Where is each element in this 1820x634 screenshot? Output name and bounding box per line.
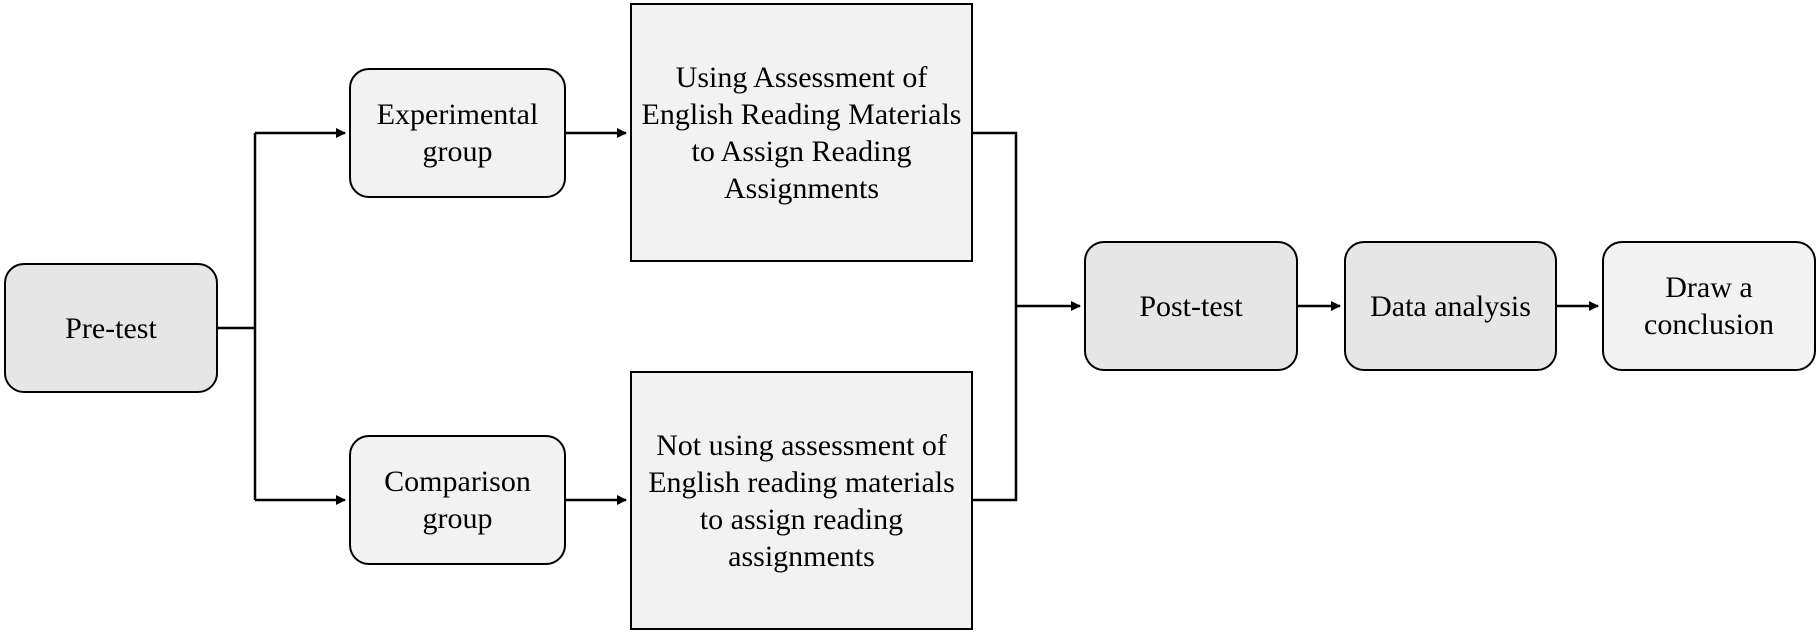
post-test-label: Post-test xyxy=(1139,289,1243,323)
experimental-group-node: Experimental group xyxy=(349,68,566,198)
comparison-treatment-node: Not using assessment of English reading … xyxy=(630,371,973,630)
pre-test-node: Pre-test xyxy=(4,263,218,393)
conclusion-node: Draw a conclusion xyxy=(1602,241,1816,371)
comparison-group-node: Comparison group xyxy=(349,435,566,565)
experimental-treatment-node: Using Assessment of English Reading Mate… xyxy=(630,3,973,262)
post-test-node: Post-test xyxy=(1084,241,1298,371)
conclusion-label: Draw a conclusion xyxy=(1644,271,1774,341)
pre-test-label: Pre-test xyxy=(65,311,157,345)
comparison-group-label: Comparison group xyxy=(384,465,531,535)
data-analysis-node: Data analysis xyxy=(1344,241,1557,371)
experimental-group-label: Experimental group xyxy=(376,98,539,168)
comparison-treatment-label: Not using assessment of English reading … xyxy=(648,428,955,573)
experimental-treatment-label: Using Assessment of English Reading Mate… xyxy=(641,60,962,205)
data-analysis-label: Data analysis xyxy=(1370,289,1531,323)
connector-comparison-treatment-out xyxy=(973,306,1018,502)
connector-experimental-treatment-out xyxy=(973,131,1018,306)
